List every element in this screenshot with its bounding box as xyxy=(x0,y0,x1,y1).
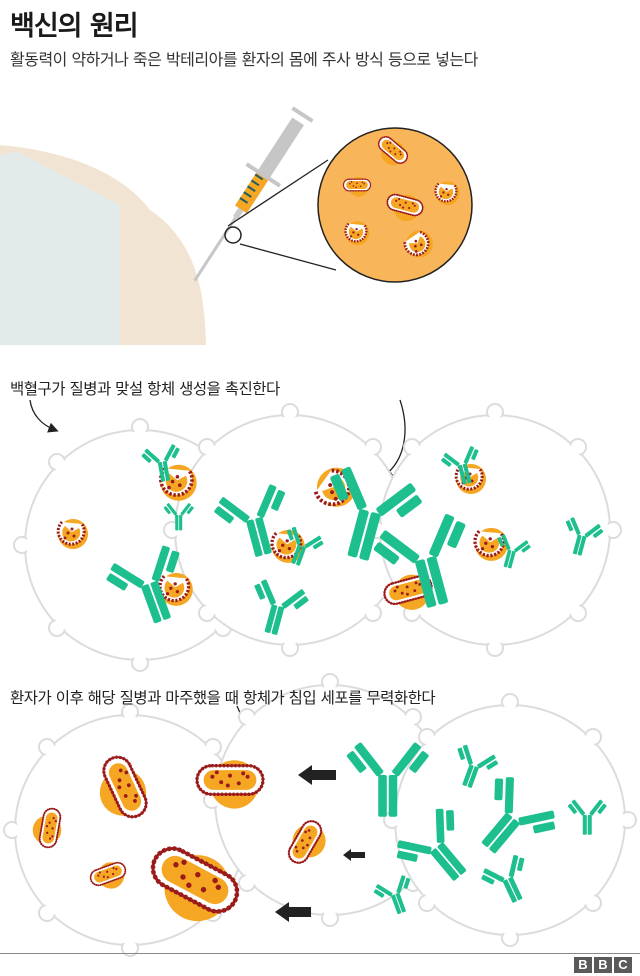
shirt xyxy=(0,152,120,345)
step3-caption: 환자가 이후 해당 질병과 마주했을 때 항체가 침입 세포를 무력화한다 xyxy=(10,689,436,707)
arrow-left-3 xyxy=(275,902,311,922)
footer-divider xyxy=(0,953,640,954)
magnifier-circle-small xyxy=(224,226,242,244)
bbc-logo-letter: C xyxy=(614,957,632,973)
bbc-logo-letter: B xyxy=(574,957,592,973)
arrow-left-2 xyxy=(343,849,365,861)
bbc-logo-letter: B xyxy=(594,957,612,973)
page-subtitle: 활동력이 약하거나 죽은 박테리아를 환자의 몸에 주사 방식 등으로 넣는다 xyxy=(10,50,478,69)
section-antibody-production xyxy=(13,399,622,672)
section-neutralization xyxy=(3,673,637,957)
arrow-left-1 xyxy=(298,765,336,785)
injection-scene xyxy=(0,106,473,345)
page-title: 백신의 원리 xyxy=(10,11,139,42)
syringe xyxy=(193,106,314,282)
bbc-logo: B B C xyxy=(574,957,632,973)
step2-caption: 백혈구가 질병과 맞설 항체 생성을 촉진한다 xyxy=(10,380,280,398)
